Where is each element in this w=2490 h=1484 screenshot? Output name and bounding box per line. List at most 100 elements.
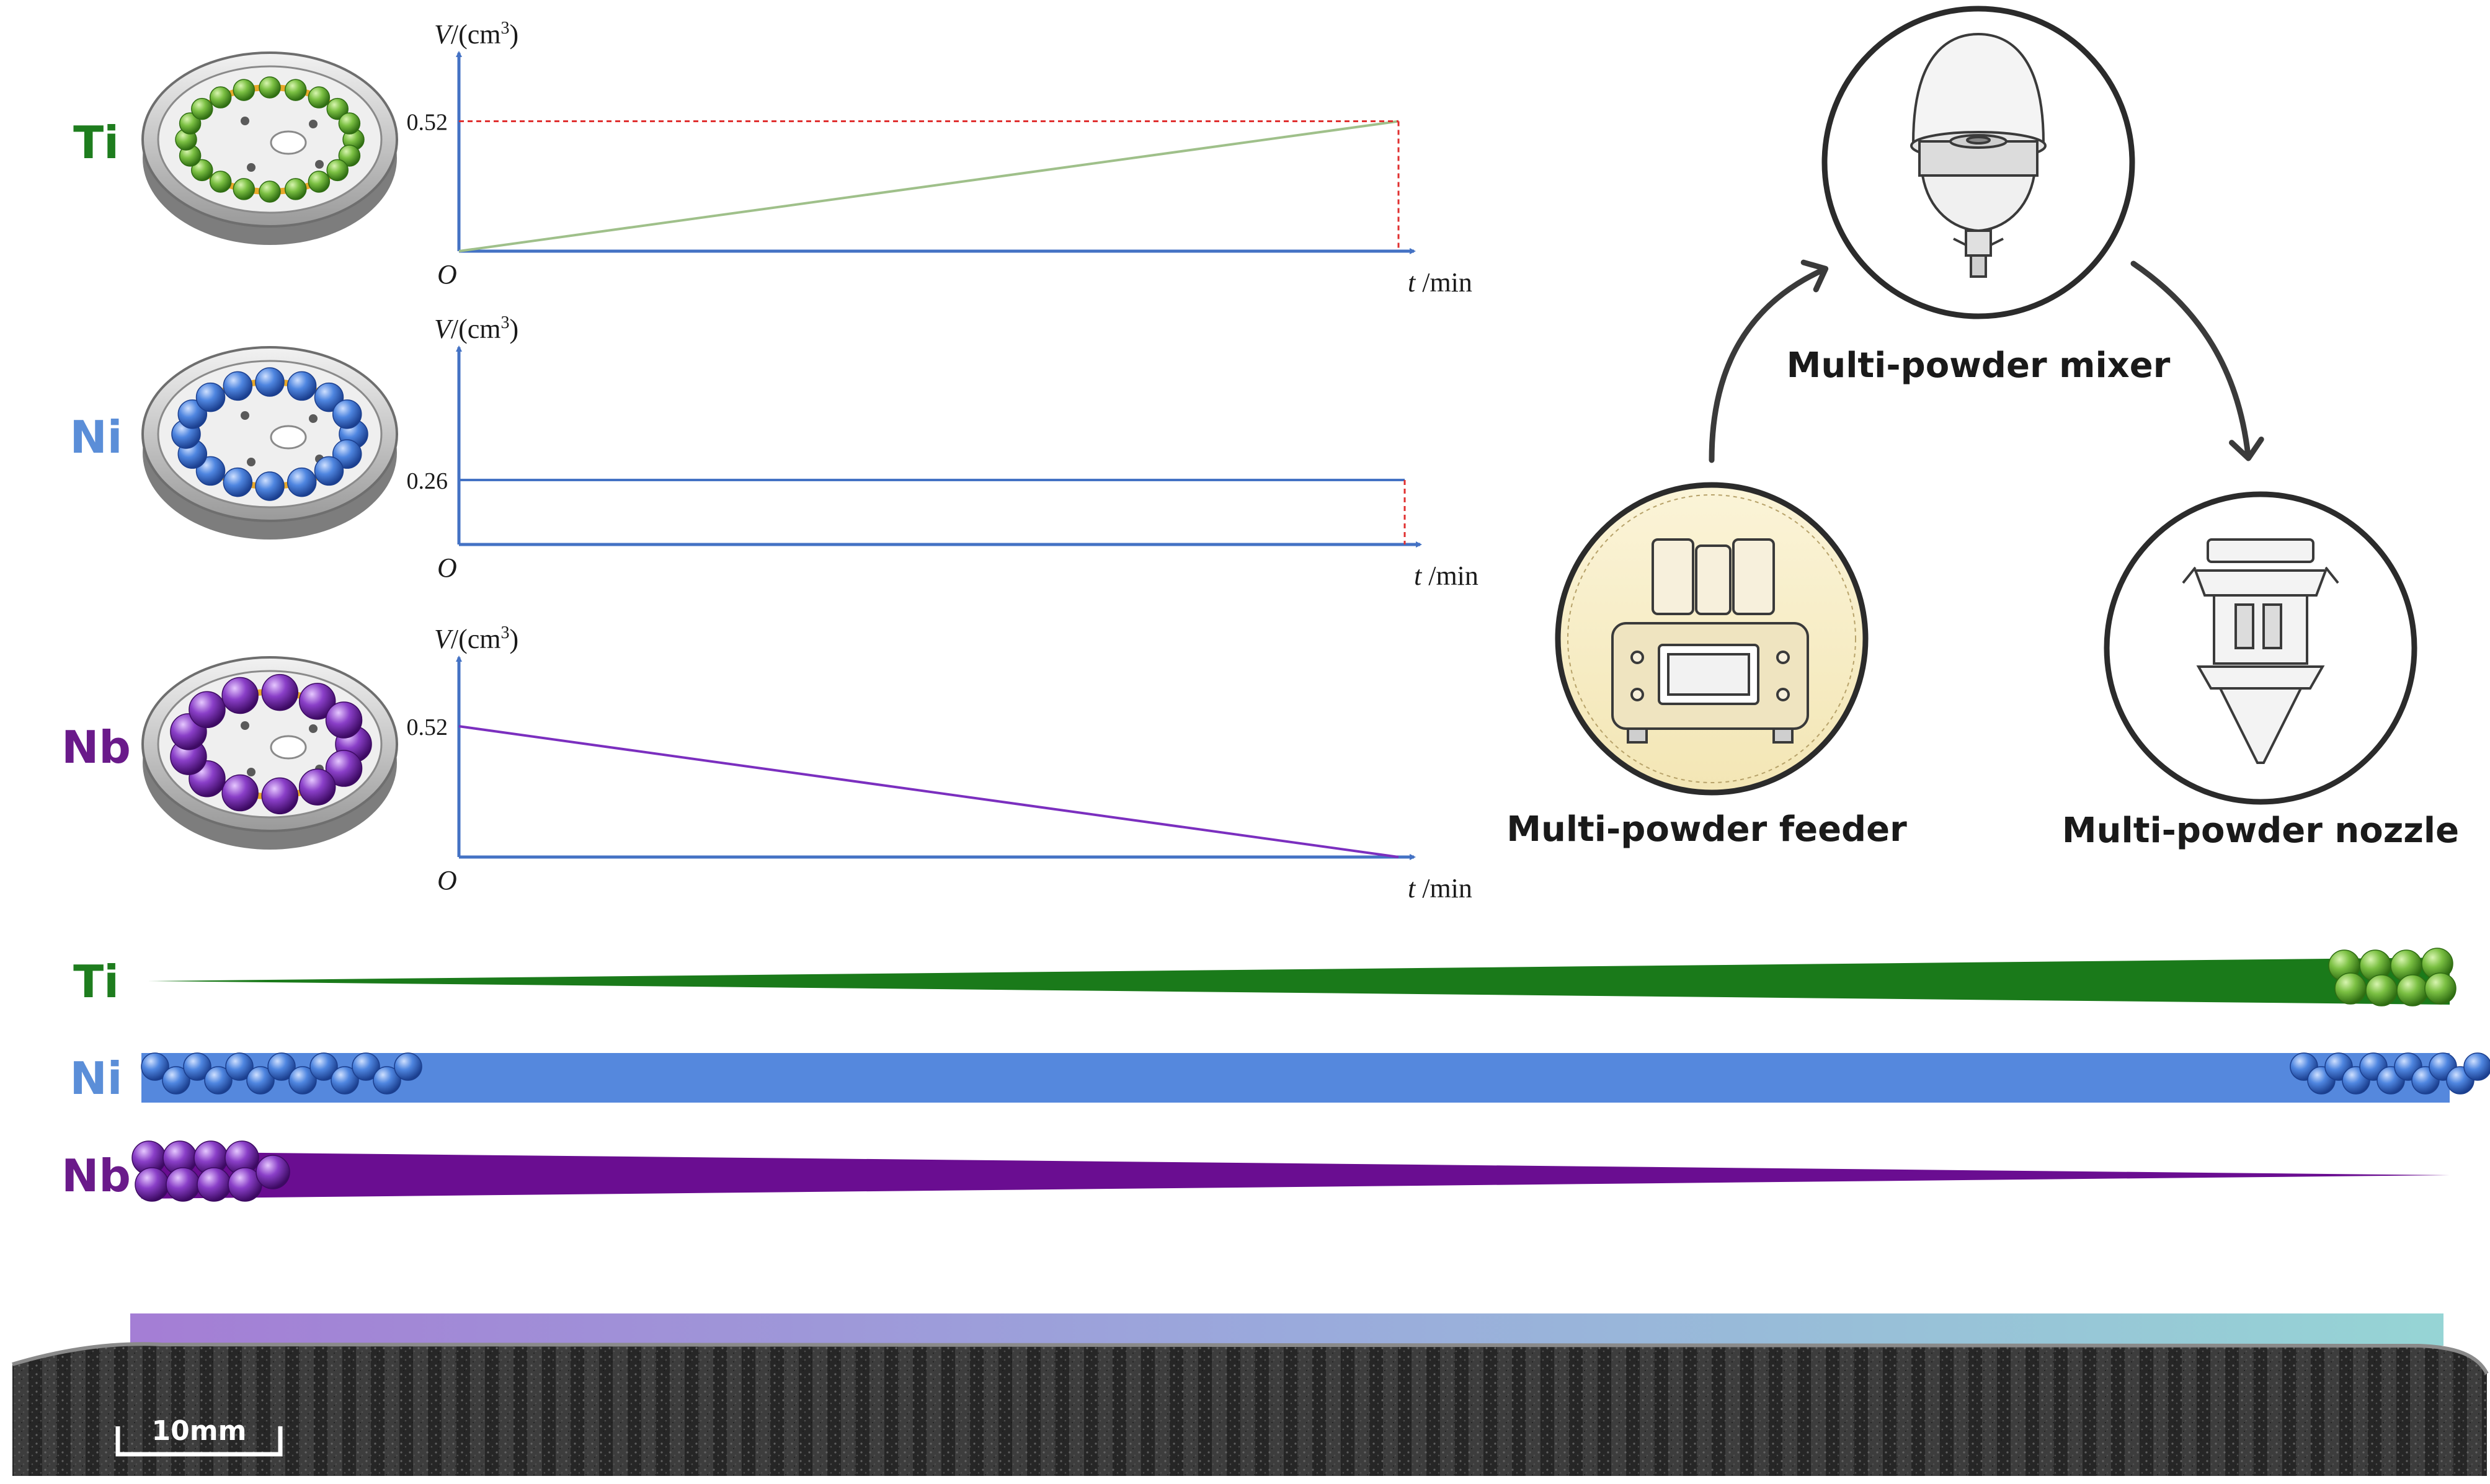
powder-ball [189,691,226,729]
powder-ball [195,382,226,412]
deposited-specimen: 10mm [12,1313,2489,1476]
strip-label-nb: Nb [61,1150,131,1202]
powder-ball [284,178,307,200]
powder-ball [308,86,331,109]
powder-ball [2334,972,2367,1005]
strip-ti: Ti [73,948,2457,1008]
feeder-icon [1611,538,1809,744]
powder-ball [2365,974,2398,1006]
powder-ball [261,777,299,815]
powder-ball [298,768,336,806]
y-axis-label: V/(cm3) [434,19,518,50]
element-label-nb: Nb [61,721,131,773]
strip-label-ni: Ni [70,1052,123,1104]
feeder-to-mixer-arrow [1709,259,1829,463]
powder-ball [233,178,256,200]
powder-ball [225,1052,254,1081]
powder-ball [162,1066,190,1095]
powder-ball [223,467,253,497]
feeder-label: Multi-powder feeder [1506,809,1907,850]
series-line [458,120,1399,252]
powder-ball [2424,972,2457,1005]
mixer-node: Multi-powder mixer [1787,6,2171,386]
dish-ti [141,51,398,245]
powder-ball [179,112,202,135]
powder-ball [267,1052,296,1081]
feeder-node: Multi-powder feeder [1506,482,1907,850]
powder-ball [338,144,361,167]
powder-ball [191,97,213,120]
powder-ball [309,1052,338,1081]
powder-ball [183,1052,211,1081]
powder-ball [326,97,349,120]
y-tick-label: 0.52 [407,714,448,740]
powder-ball [2463,1052,2490,1081]
specimen-texture [12,1344,2487,1476]
origin-label: O [437,865,457,895]
y-tick-label: 0.26 [407,468,448,494]
specimen-top-edge [12,1342,2489,1375]
powder-ball [308,171,331,193]
x-axis-label: t /min [1408,873,1472,904]
nozzle-node: Multi-powder nozzle [2062,491,2459,851]
dish-ni [141,346,398,540]
powder-ball [246,1066,275,1095]
powder-ball [394,1052,422,1081]
powder-ball [284,79,307,101]
origin-label: O [437,259,457,290]
powder-ball [326,159,349,182]
powder-ball [332,399,362,429]
powder-ball [197,1167,231,1202]
powder-ball [204,1066,233,1095]
strip-label-ti: Ti [73,956,119,1008]
strip-band [141,1152,2450,1199]
powder-ball [2396,974,2429,1006]
scale-bar-line [115,1426,283,1457]
mixer-icon [1910,32,2047,278]
powder-ball [141,1052,169,1081]
powder-ball [325,750,363,787]
powder-ball [191,159,213,182]
x-axis-label: t /min [1414,561,1478,591]
origin-label: O [437,553,457,583]
powder-ball [259,180,281,203]
strip-band [141,1053,2450,1103]
powder-ball [325,701,363,739]
element-label-ti: Ti [73,117,119,169]
powder-ball [373,1066,401,1095]
dish-nb [141,656,398,850]
powder-ball [331,1066,359,1095]
chart-nb: V/(cm3) t /min O 0.52 [407,623,1472,904]
y-axis-label: V/(cm3) [434,623,518,654]
powder-ball [221,774,259,812]
powder-ball [255,367,285,397]
powder-ball [261,673,299,711]
powder-ball [298,683,336,720]
powder-ball [288,1066,317,1095]
series-line [458,725,1399,858]
mixer-to-nozzle-arrow [2130,260,2264,461]
powder-ball [221,677,259,714]
scale-bar-label: 10mm [152,1415,247,1447]
strip-band [148,957,2450,1005]
powder-ball [259,76,281,99]
y-tick-label: 0.52 [407,110,448,136]
mixer-label: Multi-powder mixer [1787,345,2171,386]
powder-ball [255,471,285,501]
powder-ball [223,371,253,401]
nozzle-icon [2182,538,2339,764]
powder-ball [209,171,232,193]
strip-nb: Nb [61,1140,2450,1202]
powder-ball [338,112,361,135]
gradient-overlay-strip [130,1313,2443,1346]
powder-ball [287,371,317,401]
powder-ball [287,467,317,497]
powder-ball [209,86,232,109]
powder-ball [314,456,344,486]
powder-ball [233,79,256,101]
